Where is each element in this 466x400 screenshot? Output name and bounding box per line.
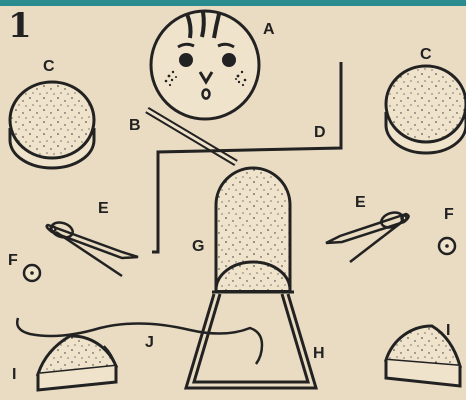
sponge-arch (212, 168, 294, 292)
cone-frame (186, 294, 316, 388)
sponge-wedge-left (38, 336, 116, 390)
label-disc-right: C (420, 46, 432, 64)
label-disc-left: C (43, 58, 55, 76)
label-sponge-arch: G (192, 238, 204, 256)
safety-pin-left (47, 220, 138, 276)
bead-right (439, 238, 455, 254)
label-pin-right: E (355, 194, 366, 212)
label-stick: B (129, 117, 141, 135)
bead-left (24, 265, 40, 281)
label-pin-left: E (98, 200, 109, 218)
label-cone-frame: H (313, 345, 325, 363)
label-wedge-left: I (12, 366, 16, 384)
label-wire: D (314, 124, 326, 142)
label-bead-left: F (8, 252, 18, 270)
safety-pin-right (326, 210, 409, 262)
label-wedge-right: I (446, 322, 450, 340)
doll-head (151, 11, 259, 119)
label-head: A (263, 21, 275, 39)
disc-right (386, 66, 466, 153)
disc-left (10, 82, 94, 168)
figure-number: 1 (8, 6, 32, 46)
label-string: J (145, 334, 154, 352)
label-bead-right: F (444, 206, 454, 224)
